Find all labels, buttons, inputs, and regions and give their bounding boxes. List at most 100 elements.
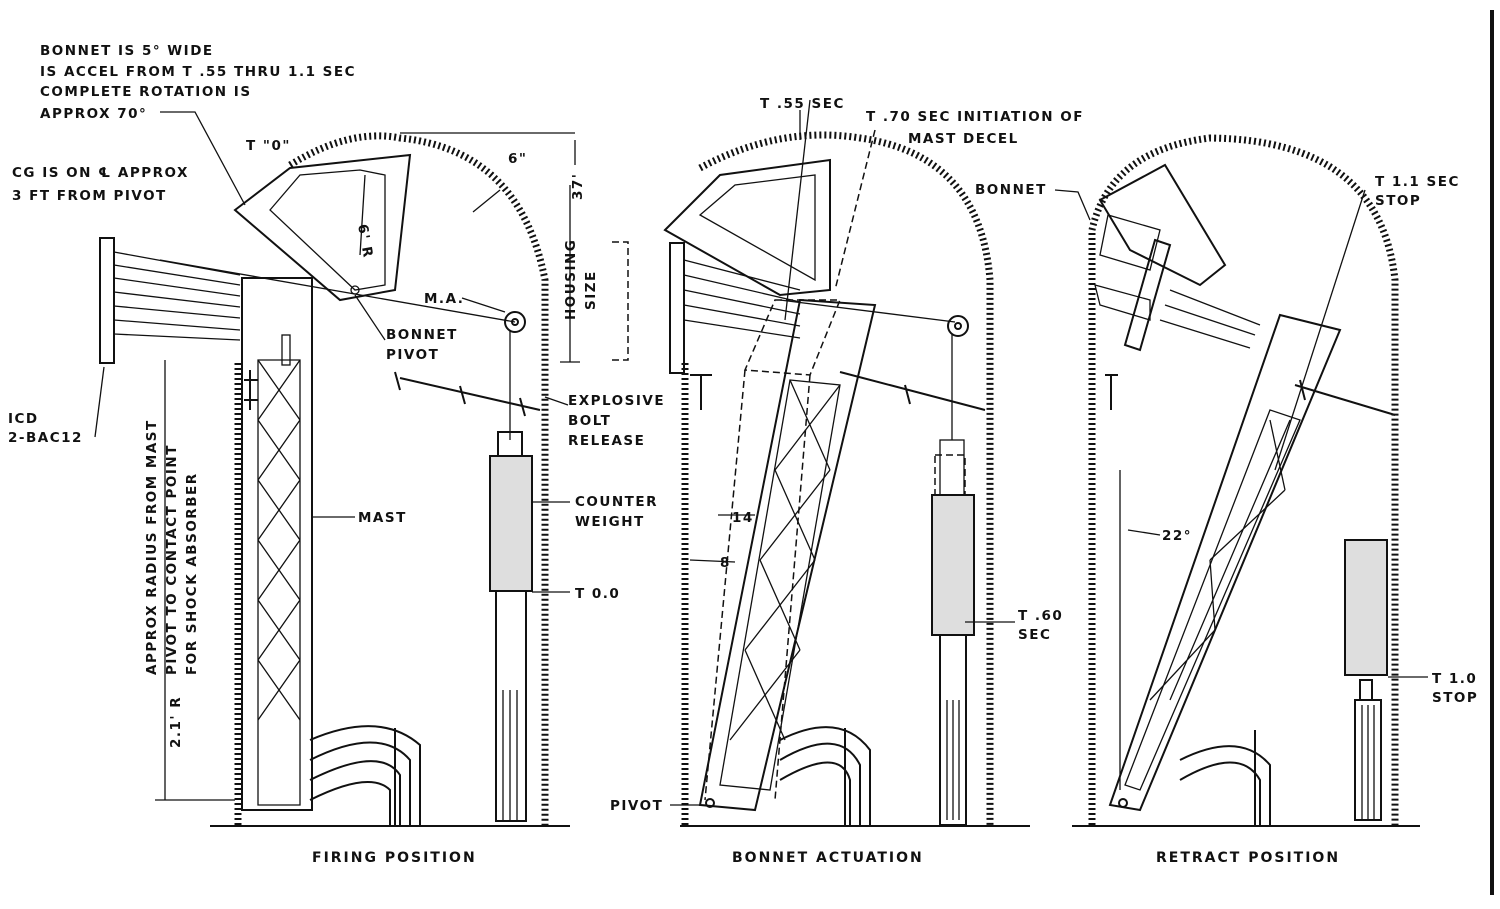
ma-pulley: [947, 315, 969, 337]
panel-bonnet-actuation: [663, 99, 1030, 827]
mast-slot: [281, 334, 291, 366]
counter-weight: [931, 494, 975, 636]
label-ma: M.A.: [424, 291, 464, 307]
dim-leaders: [689, 514, 755, 563]
bonnet-inner: [698, 174, 816, 282]
label-counter-1: COUNTER: [575, 494, 658, 510]
mast-retracted: [1108, 313, 1342, 812]
label-22deg: 22°: [1162, 528, 1192, 544]
bottom-pipes: [309, 725, 421, 826]
panel-firing-position: [94, 111, 629, 827]
shock-absorber: [939, 634, 967, 826]
mast-truss: [257, 359, 301, 806]
absorber-lines: [502, 690, 518, 820]
label-37ft: 37': [570, 173, 586, 200]
mast-arm-line: [779, 299, 956, 323]
clamp: [690, 374, 712, 410]
dim-6in-arrow: [472, 189, 501, 213]
absorber-lines: [946, 700, 960, 820]
mast: [241, 277, 313, 811]
bonnet-inner-b: [1094, 284, 1151, 321]
label-t11-2: STOP: [1375, 193, 1421, 209]
label-6ft-r: 6' R: [354, 223, 376, 260]
cg-note-line-1: CG IS ON ℄ APPROX: [12, 165, 189, 181]
leader-bonnet-pivot: [354, 294, 386, 341]
connector-plate: [99, 237, 115, 364]
label-t55: T .55 SEC: [760, 96, 845, 112]
label-t10-2: STOP: [1432, 690, 1478, 706]
bonnet: [233, 153, 412, 302]
label-mast: MAST: [358, 510, 407, 526]
label-counter-2: WEIGHT: [575, 514, 645, 530]
leader-bonnet: [1054, 189, 1091, 221]
label-6in: 6": [508, 151, 527, 167]
caption-retract-position: RETRACT POSITION: [1156, 850, 1340, 866]
r6-arrow: [359, 174, 366, 256]
panel-retract-position: [1054, 134, 1428, 827]
ma-pulley-hub: [954, 322, 962, 330]
stop-cap: [1359, 679, 1373, 701]
mast-truss: [1124, 409, 1301, 791]
label-bonnet: BONNET: [975, 182, 1047, 198]
label-explosive-3: RELEASE: [568, 433, 645, 449]
label-8: 8: [720, 555, 731, 571]
mast-pivot: [1118, 798, 1128, 808]
housing-shell: [288, 132, 549, 825]
mast-cross-bracing: [729, 379, 841, 741]
leader-bonnet-note: [160, 111, 246, 206]
leader-explosive: [544, 396, 569, 406]
dim-top-line: [400, 132, 576, 165]
radius-note-line-3: FOR SHOCK ABSORBER: [184, 472, 200, 675]
clamp: [1105, 374, 1118, 410]
connector-plate: [669, 242, 685, 374]
explosive-bolt-rod: [1294, 379, 1396, 416]
label-t70-1: T .70 SEC INITIATION OF: [866, 109, 1084, 125]
label-bonnet-pivot-2: PIVOT: [386, 347, 439, 363]
label-icd-2: 2-BAC12: [8, 430, 83, 446]
housing-shell: [1088, 134, 1399, 825]
label-t70-2: MAST DECEL: [908, 131, 1019, 147]
label-explosive-1: EXPLOSIVE: [568, 393, 665, 409]
mast-tilted: [698, 298, 877, 812]
label-pivot: PIVOT: [610, 798, 663, 814]
caption-firing-position: FIRING POSITION: [312, 850, 477, 866]
ma-pulley: [504, 311, 526, 333]
label-21r: 2.1' R: [168, 696, 184, 748]
label-14: 14: [732, 510, 754, 526]
mast-truss: [719, 379, 841, 791]
housing-size-bracket: [612, 241, 629, 361]
bonnet-note-line-2: IS ACCEL FROM T .55 THRU 1.1 SEC: [40, 64, 356, 80]
mast-clamp: [244, 370, 258, 410]
shock-absorber: [495, 590, 527, 822]
radius-note-line-1: APPROX RADIUS FROM MAST: [144, 419, 160, 675]
label-t0: T "0": [246, 138, 291, 154]
rotation-line-b: [834, 129, 876, 291]
weight-ghost: [934, 454, 966, 496]
bonnet-inner-a: [1099, 214, 1161, 271]
caption-bonnet-actuation: BONNET ACTUATION: [732, 850, 924, 866]
mast-ghost-lines: [704, 369, 811, 801]
label-t00: T 0.0: [575, 586, 620, 602]
bonnet-retracted: [1098, 163, 1227, 287]
mast-cross-bracing: [1149, 419, 1291, 701]
counter-weight: [1344, 539, 1388, 676]
cable-harness: [1159, 289, 1261, 349]
label-t11-1: T 1.1 SEC: [1375, 174, 1460, 190]
bottom-pipes: [1179, 745, 1271, 826]
label-icd-1: ICD: [8, 411, 39, 427]
bonnet-inner: [269, 169, 386, 291]
bonnet-note-line-4: APPROX 70°: [40, 106, 147, 122]
housing-dim-line: [560, 185, 580, 363]
label-housing: HOUSING: [563, 239, 579, 320]
explosive-bolt-rod: [394, 371, 541, 417]
leader-22deg: [1127, 529, 1161, 536]
label-t60-2: SEC: [1018, 627, 1051, 643]
label-housing-size: SIZE: [583, 270, 599, 310]
weight-cap: [939, 439, 965, 496]
bonnet-note-line-3: COMPLETE ROTATION IS: [40, 84, 252, 100]
mast-cross-bracing: [257, 359, 301, 721]
label-explosive-2: BOLT: [568, 413, 611, 429]
housing-shell: [698, 131, 994, 825]
